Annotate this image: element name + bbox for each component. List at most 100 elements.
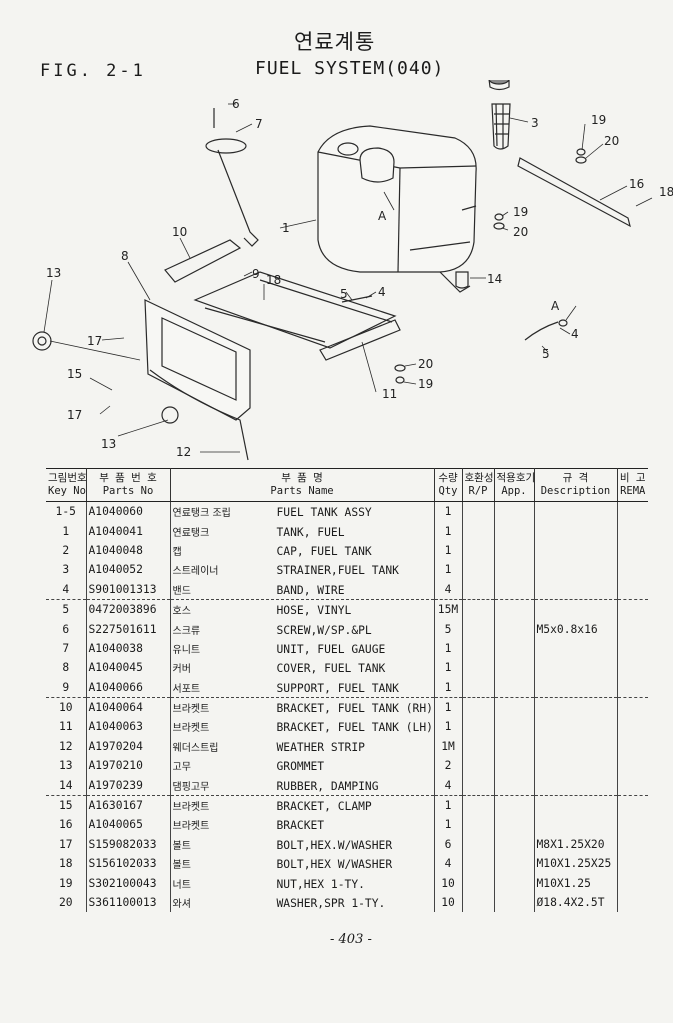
callout-label: 18: [266, 273, 281, 287]
table-cell-qty: 1: [434, 560, 463, 580]
table-cell-qty: 1: [434, 677, 463, 698]
callout-label: A: [378, 209, 387, 223]
table-cell-remarks: [617, 697, 648, 717]
callout-label: 20: [513, 225, 528, 239]
table-cell-key-no: 12: [46, 736, 87, 757]
table-cell-remarks: [617, 756, 648, 775]
table-cell-key-no: 7: [46, 638, 87, 659]
table-cell-app: [494, 599, 535, 620]
table-cell-app: [494, 756, 535, 776]
table-cell-description: M8X1.25X20: [534, 834, 618, 855]
table-cell-part-no: A1970210: [86, 756, 171, 776]
korean-part-name: 브라켓트: [172, 802, 210, 814]
english-part-name: UNIT, FUEL GAUGE: [276, 642, 386, 656]
english-part-name: WASHER,SPR 1-TY.: [276, 897, 386, 910]
table-cell-rp: [462, 717, 495, 737]
table-cell-part-no: A1970204: [86, 736, 171, 757]
callout-label: 15: [67, 367, 82, 381]
english-part-name: SCREW,W/SP.&PL: [276, 623, 372, 637]
exploded-parts-diagram: 1 2 3 4 5 6 7 8 9 10 11 12 13 13 14 15 1…: [32, 80, 673, 461]
callout-label: 5: [542, 347, 550, 361]
table-cell-remarks: [617, 599, 648, 619]
table-cell-key-no: 8: [46, 658, 87, 678]
korean-part-name: 너트: [172, 879, 191, 891]
korean-part-name: 와셔: [172, 899, 191, 910]
table-cell-remarks: [617, 560, 648, 579]
table-cell-part-no: A1040063: [86, 717, 171, 737]
callout-label: 18: [659, 185, 673, 199]
table-cell-app: [494, 579, 535, 600]
table-cell-remarks: [617, 677, 648, 698]
korean-part-name: 웨더스트립: [172, 742, 219, 754]
english-part-name: BRACKET, FUEL TANK (LH): [276, 721, 433, 735]
callout-label: 4: [571, 327, 579, 341]
table-cell-remarks: [617, 893, 648, 912]
diagram-callouts: 1 2 3 4 5 6 7 8 9 10 11 12 13 13 14 15 1…: [46, 97, 673, 459]
callout-label: 13: [46, 266, 61, 280]
table-cell-part-no: S302100043: [86, 873, 171, 893]
table-cell-rp: [462, 599, 495, 620]
table-cell-app: [494, 619, 535, 639]
table-cell-key-no: 4: [46, 579, 87, 600]
table-cell-description: [534, 756, 618, 776]
table-cell-part-no: S159082033: [86, 834, 171, 855]
table-cell-qty: 1: [434, 540, 463, 561]
korean-part-name: 스크류: [172, 625, 201, 637]
korean-part-name: 고무: [172, 762, 191, 774]
table-cell-rp: [462, 521, 495, 541]
table-cell-description: M10X1.25X25: [534, 854, 618, 874]
english-part-name: HOSE, VINYL: [276, 604, 352, 618]
table-cell-qty: 1: [434, 501, 463, 522]
table-cell-part-no: A1040064: [86, 697, 171, 718]
korean-part-name: 연료탱크: [172, 527, 210, 539]
english-part-name: BAND, WIRE: [276, 583, 345, 597]
table-cell-key-no: 16: [46, 815, 87, 835]
table-cell-qty: 1: [434, 521, 463, 541]
table-cell-key-no: 14: [46, 775, 87, 796]
table-cell-description: [534, 579, 618, 600]
table-cell-remarks: [617, 815, 648, 834]
table-cell-key-no: 1: [46, 521, 87, 541]
table-cell-rp: [462, 658, 495, 678]
table-cell-key-no: 6: [46, 619, 87, 639]
table-cell-description: [534, 658, 618, 678]
korean-part-name: 브라켓트: [172, 821, 210, 833]
table-cell-description: [534, 599, 618, 620]
table-cell-part-no: A1040048: [86, 540, 171, 561]
korean-part-name: 호스: [172, 606, 191, 618]
table-cell-remarks: [617, 579, 648, 600]
figure-label: FIG. 2-1: [40, 61, 146, 81]
table-cell-qty: 1: [434, 795, 463, 816]
english-part-name: GROMMET: [276, 760, 325, 774]
table-cell-rp: [462, 834, 495, 855]
english-part-name: CAP, FUEL TANK: [276, 544, 372, 558]
callout-label: 13: [101, 437, 116, 451]
english-part-name: BOLT,HEX.W/WASHER: [276, 838, 393, 852]
callout-label: 20: [418, 357, 433, 371]
table-cell-rp: [462, 677, 495, 698]
table-cell-part-no: A1630167: [86, 795, 171, 816]
callout-label: 8: [121, 249, 129, 263]
table-cell-description: [534, 540, 618, 561]
table-cell-key-no: 17: [46, 834, 87, 855]
korean-part-name: 연료탱크 조립: [172, 508, 231, 520]
table-cell-rp: [462, 795, 495, 816]
